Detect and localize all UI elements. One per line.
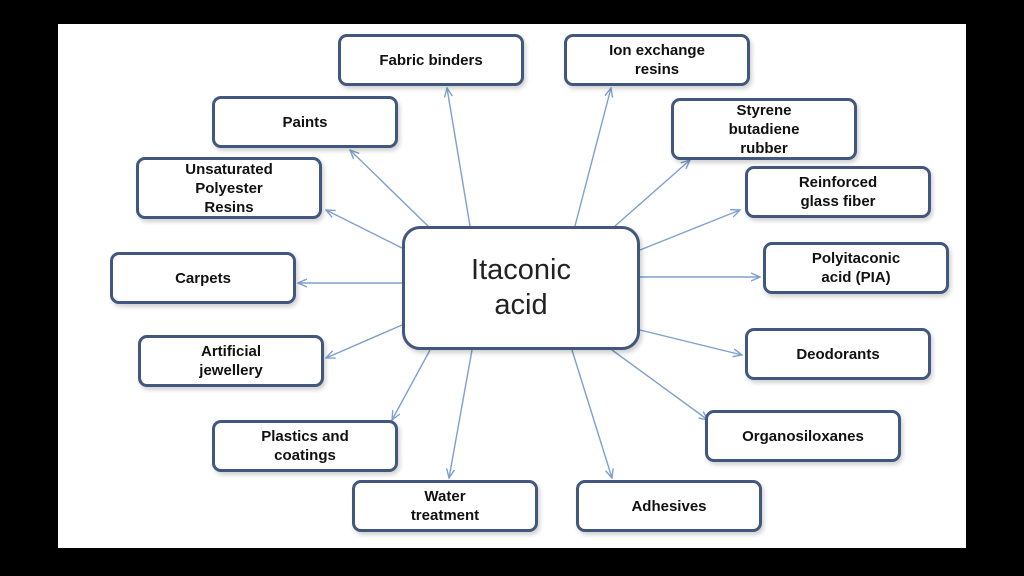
- node-ion-exchange-resins: Ion exchange resins: [564, 34, 750, 86]
- arrow-to-organosiloxanes: [611, 349, 708, 420]
- arrow-to-reinforced-glass-fiber: [639, 210, 740, 251]
- arrow-to-artificial-jewellery: [326, 324, 403, 358]
- arrow-to-unsaturated-polyester-resins: [326, 210, 403, 249]
- node-carpets: Carpets: [110, 252, 296, 304]
- node-fabric-binders: Fabric binders: [338, 34, 524, 86]
- node-artificial-jewellery: Artificial jewellery: [138, 335, 324, 387]
- center-node-itaconic-acid: Itaconic acid: [402, 226, 640, 350]
- node-polyitaconic-acid: Polyitaconic acid (PIA): [763, 242, 949, 294]
- node-paints: Paints: [212, 96, 398, 148]
- node-adhesives: Adhesives: [576, 480, 762, 532]
- node-reinforced-glass-fiber: Reinforced glass fiber: [745, 166, 931, 218]
- arrow-to-deodorants: [639, 329, 742, 355]
- node-deodorants: Deodorants: [745, 328, 931, 380]
- node-styrene-butadiene-rubber: Styrene butadiene rubber: [671, 98, 857, 160]
- node-unsaturated-polyester-resins: Unsaturated Polyester Resins: [136, 157, 322, 219]
- arrow-to-styrene-butadiene-rubber: [614, 160, 690, 227]
- node-plastics-and-coatings: Plastics and coatings: [212, 420, 398, 472]
- arrow-to-adhesives: [571, 349, 612, 478]
- arrow-to-ion-exchange-resins: [574, 88, 611, 227]
- arrow-to-plastics-and-coatings: [392, 349, 431, 420]
- arrow-to-water-treatment: [449, 349, 473, 478]
- node-organosiloxanes: Organosiloxanes: [705, 410, 901, 462]
- arrow-to-fabric-binders: [447, 88, 471, 227]
- node-water-treatment: Water treatment: [352, 480, 538, 532]
- arrow-to-paints: [350, 150, 431, 229]
